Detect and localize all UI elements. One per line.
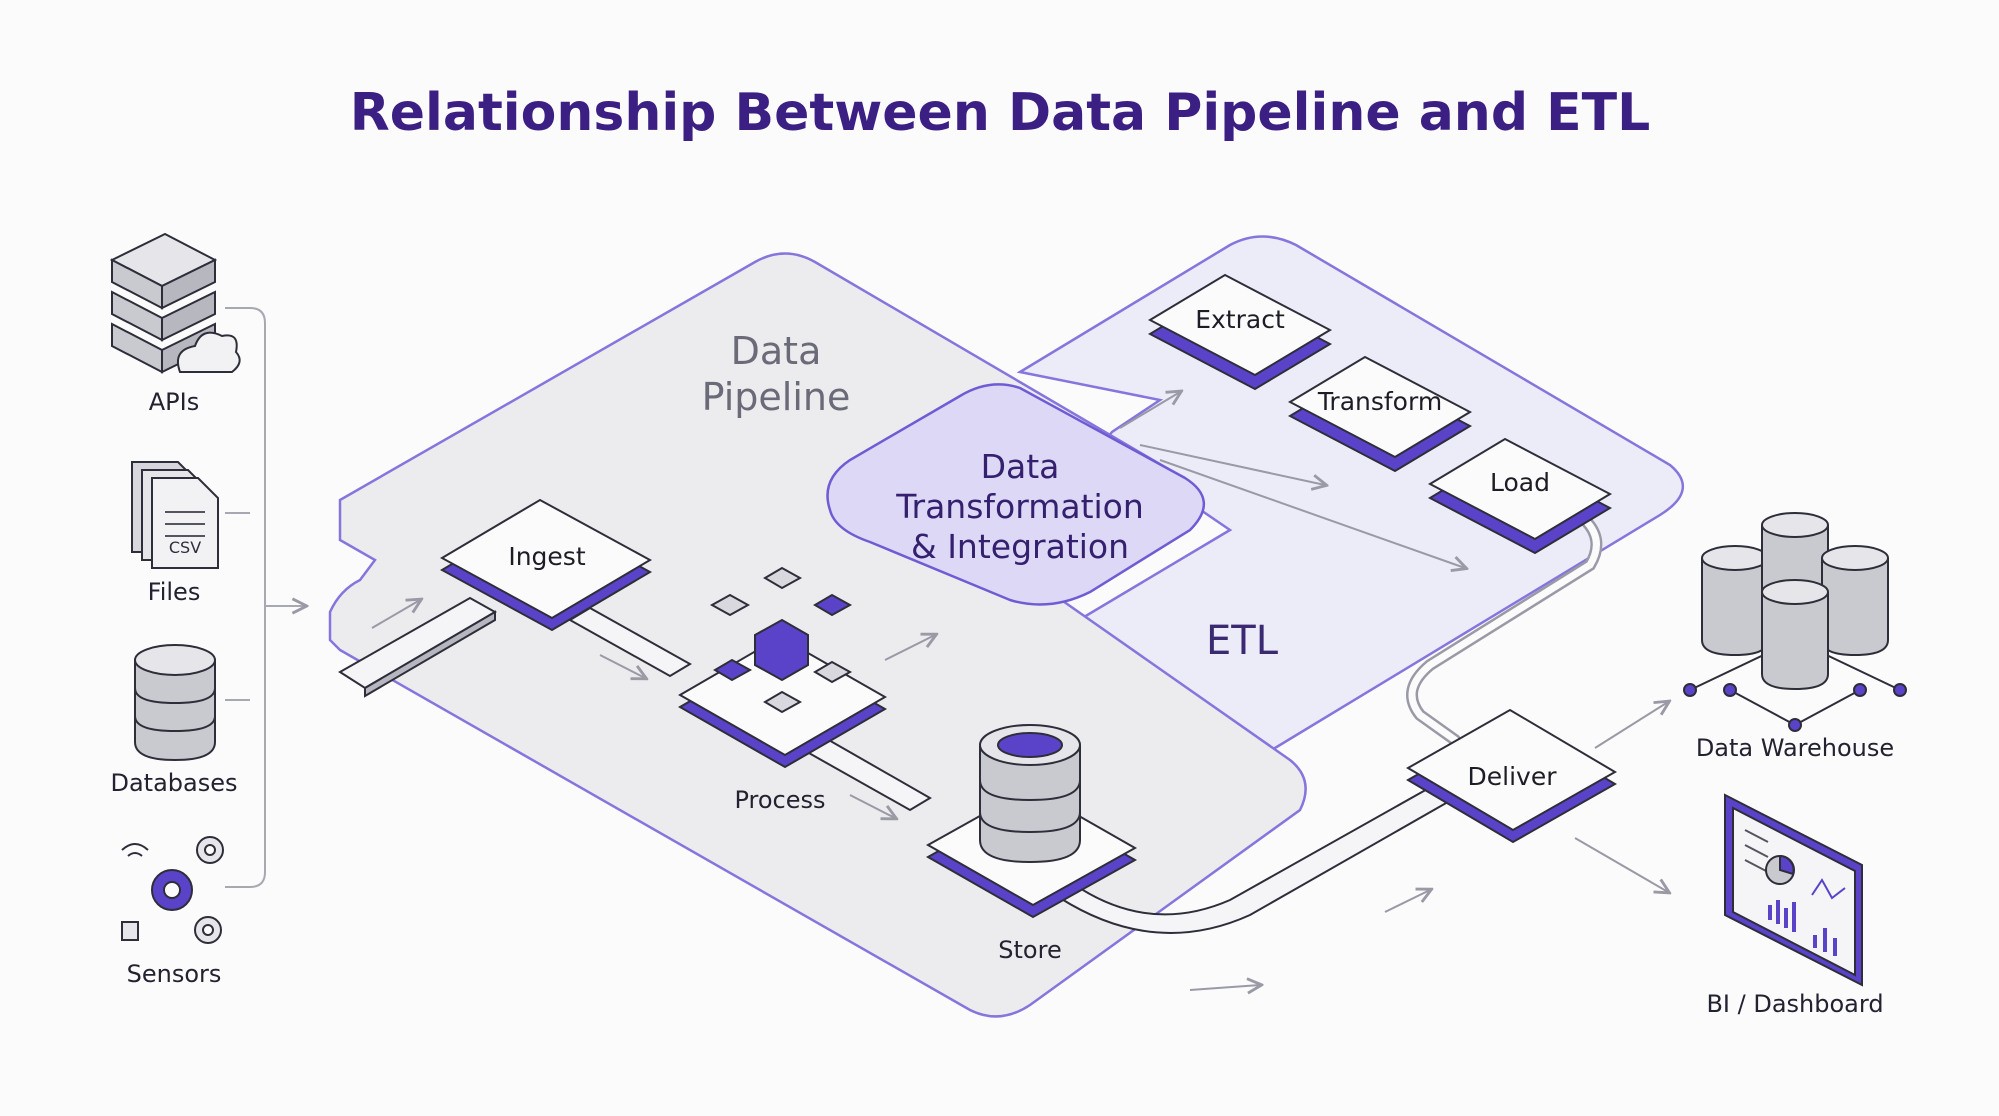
etl-step-transform: Transform xyxy=(1317,387,1442,416)
stage-label-ingest: Ingest xyxy=(508,542,585,571)
source-label-sensors: Sensors xyxy=(127,960,222,988)
page-title: Relationship Between Data Pipeline and E… xyxy=(350,83,1651,143)
overlap-label-line2: Transformation xyxy=(895,487,1144,526)
source-label-databases: Databases xyxy=(110,769,237,797)
overlap-region xyxy=(826,383,1206,606)
etl-step-extract: Extract xyxy=(1195,305,1285,334)
load-box xyxy=(1427,437,1613,555)
process-platform xyxy=(677,566,888,769)
stage-label-process: Process xyxy=(734,786,825,814)
destination-label-dashboard: BI / Dashboard xyxy=(1706,990,1883,1018)
data-warehouse-icon xyxy=(1683,512,1907,732)
transform-box xyxy=(1287,355,1473,473)
overlap-label-line3: & Integration xyxy=(911,527,1129,566)
csv-tag: CSV xyxy=(169,538,201,557)
pipeline-label-line1: Data xyxy=(731,329,822,373)
overlap-label-line1: Data xyxy=(981,447,1060,486)
pipeline-label-line2: Pipeline xyxy=(702,375,851,419)
pipe-inner xyxy=(1408,516,1600,744)
source-label-apis: APIs xyxy=(149,388,199,416)
server-cloud-icon xyxy=(109,232,241,374)
deliver-platform xyxy=(1406,708,1617,844)
extract-box xyxy=(1147,273,1333,391)
bi-dashboard-icon xyxy=(1724,793,1863,987)
etl-step-load: Load xyxy=(1490,468,1550,497)
sources-bracket xyxy=(225,307,305,888)
stage-label-store: Store xyxy=(998,936,1061,964)
file-stack-icon xyxy=(131,461,219,569)
process-cube-icon xyxy=(754,618,809,682)
database-icon xyxy=(134,644,216,762)
store-database-icon xyxy=(979,745,1081,864)
destination-label-warehouse: Data Warehouse xyxy=(1696,734,1894,762)
etl-label: ETL xyxy=(1206,618,1279,664)
sensors-gear-icon xyxy=(121,836,224,944)
flow-arrows xyxy=(371,392,1668,990)
store-platform xyxy=(925,724,1138,919)
stage-label-deliver: Deliver xyxy=(1468,762,1558,791)
source-label-files: Files xyxy=(148,578,201,606)
ingest-platform xyxy=(439,498,653,632)
